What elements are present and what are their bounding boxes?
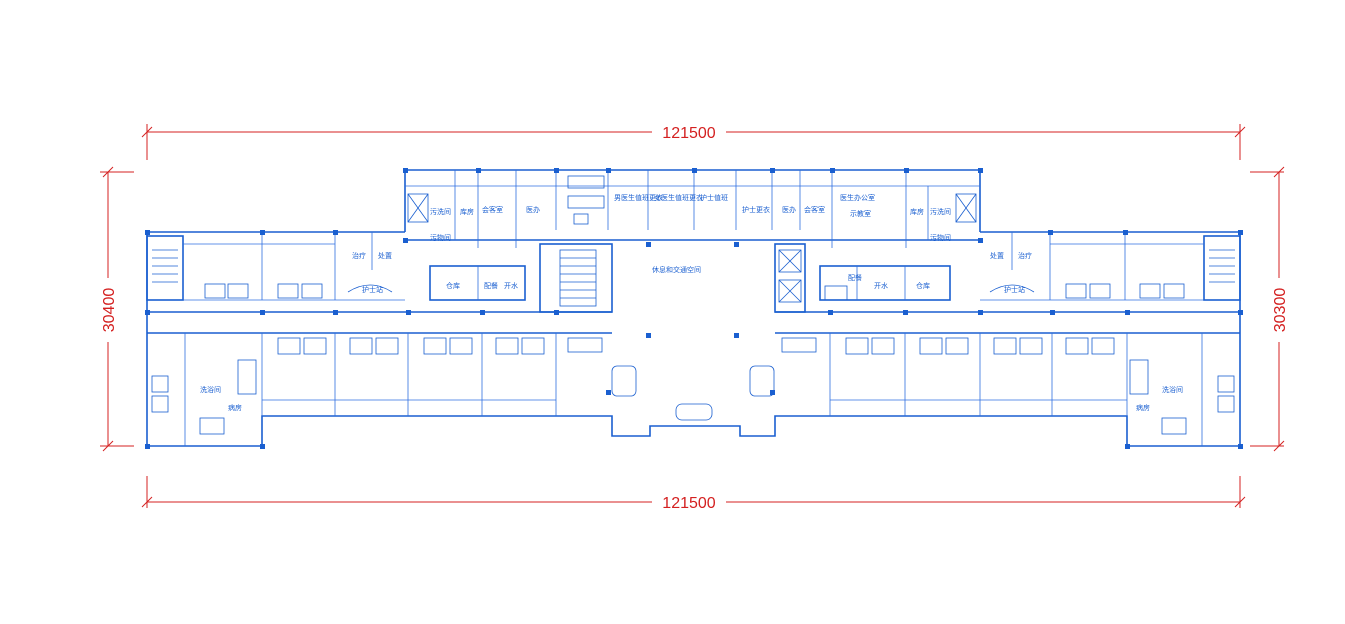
label-water-right: 开水: [874, 281, 888, 290]
label-patient-right: 病房: [1136, 403, 1150, 412]
label-disposal-right: 处置: [990, 251, 1004, 260]
label-store-mid-left: 仓库: [446, 281, 460, 290]
label-store-mid-right: 仓库: [916, 281, 930, 290]
structural-columns: [145, 168, 1243, 449]
label-meeting-left: 会客室: [482, 205, 503, 214]
label-treatment-right: 治疗: [1018, 251, 1032, 260]
label-dirty-left: 污洗间: [430, 207, 451, 216]
dimension-top-label: 121500: [662, 125, 715, 142]
right-wing-rooms: [781, 232, 1241, 446]
top-block-rooms: [407, 170, 977, 248]
label-male-staff: 男医生值班更衣: [614, 193, 663, 202]
label-dirty-right: 污洗间: [930, 207, 951, 216]
dimension-right: 30300: [1250, 166, 1289, 452]
label-dirty-left2: 污物间: [430, 233, 451, 242]
label-meeting-right: 会客室: [804, 205, 825, 214]
label-doctor-office: 医生办公室: [840, 193, 875, 202]
central-core: [539, 243, 806, 421]
label-nurse-change2: 护士更衣: [742, 205, 770, 214]
mid-service-rooms: [429, 265, 951, 301]
label-patient-left: 病房: [228, 403, 242, 412]
label-dirty-right2: 污物间: [930, 233, 951, 242]
dimension-left: 30400: [100, 166, 134, 452]
label-water-left: 开水: [504, 281, 518, 290]
dimension-bottom: 121500: [141, 476, 1246, 512]
label-pantry-right: 配餐: [848, 273, 862, 282]
label-duty-right: 医办: [782, 205, 796, 214]
label-doctor-office2: 示教室: [850, 209, 871, 218]
label-duty-left: 医办: [526, 205, 540, 214]
dimension-bottom-label: 121500: [662, 495, 715, 512]
label-female-staff: 女医生值班更衣: [654, 193, 703, 202]
label-nurse-station-right: 护士站: [1004, 285, 1025, 294]
label-nurse-station-left: 护士站: [362, 285, 383, 294]
label-bath-right: 洗浴间: [1162, 385, 1183, 394]
building-outline: [146, 169, 1241, 447]
label-storage-left: 库房: [460, 207, 474, 216]
dimension-left-label: 30400: [101, 288, 118, 333]
label-disposal-left: 处置: [378, 251, 392, 260]
label-treatment-left: 治疗: [352, 251, 366, 260]
left-wing-rooms: [146, 232, 603, 446]
label-hall: 休息和交通空间: [652, 265, 701, 274]
dimension-top: 121500: [141, 124, 1246, 160]
label-bath-left: 洗浴间: [200, 385, 221, 394]
dimension-right-label: 30300: [1272, 288, 1289, 333]
label-pantry-left: 配餐: [484, 281, 498, 290]
room-labels: 休息和交通空间 护士站 护士站 治疗 处置 处置 治疗 会客室 医办 男医生值班…: [200, 193, 1183, 412]
label-storage-right: 库房: [910, 207, 924, 216]
label-nurse-change: 护士值班: [700, 193, 728, 202]
